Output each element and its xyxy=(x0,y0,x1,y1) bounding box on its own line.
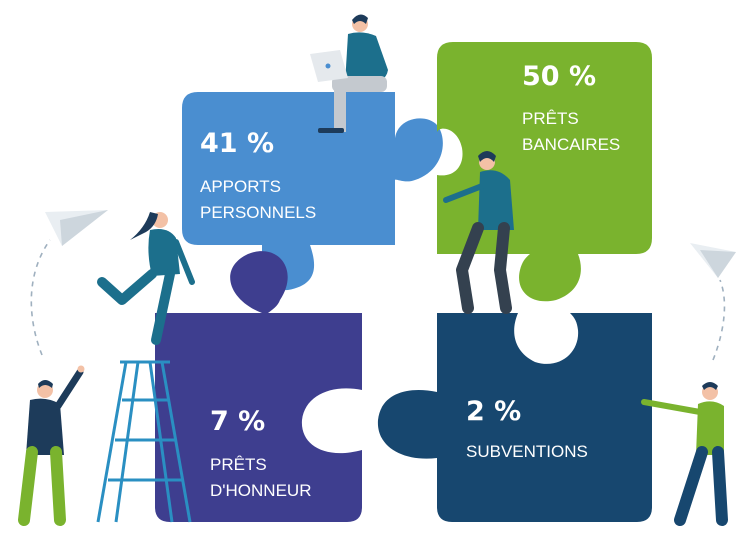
right-paper-plane-trail xyxy=(712,279,726,361)
prets-honneur-label-line-1: PRÊTS xyxy=(210,455,267,474)
prets-honneur-label-line-2: D'HONNEUR xyxy=(210,481,311,500)
pushing-man-illustration xyxy=(443,151,514,314)
subventions-label-line-1: SUBVENTIONS xyxy=(466,442,588,461)
pointing-man-illustration xyxy=(18,365,85,526)
left-paper-plane-icon xyxy=(45,210,108,246)
running-woman-illustration xyxy=(97,212,195,345)
subventions-percent: 2 % xyxy=(466,396,521,427)
person-with-laptop-illustration xyxy=(310,14,388,133)
puzzle-piece-subventions xyxy=(377,313,652,522)
puzzle-piece-prets-honneur xyxy=(155,251,362,522)
prets-honneur-percent: 7 % xyxy=(210,406,265,437)
puzzle-piece-apports xyxy=(182,92,443,291)
apports-label-line-2: PERSONNELS xyxy=(200,203,316,222)
apports-percent: 41 % xyxy=(200,128,274,159)
right-paper-plane-icon xyxy=(690,243,736,278)
prets-bancaires-label-line-2: BANCAIRES xyxy=(522,135,620,154)
prets-bancaires-percent: 50 % xyxy=(522,61,596,92)
puzzle-piece-prets-bancaires xyxy=(437,42,652,302)
apports-label-line-1: APPORTS xyxy=(200,177,281,196)
ladder-illustration xyxy=(96,360,192,523)
prets-bancaires-label-line-1: PRÊTS xyxy=(522,109,579,128)
left-paper-plane-trail xyxy=(30,239,51,356)
pushing-man-right-illustration xyxy=(641,382,728,526)
